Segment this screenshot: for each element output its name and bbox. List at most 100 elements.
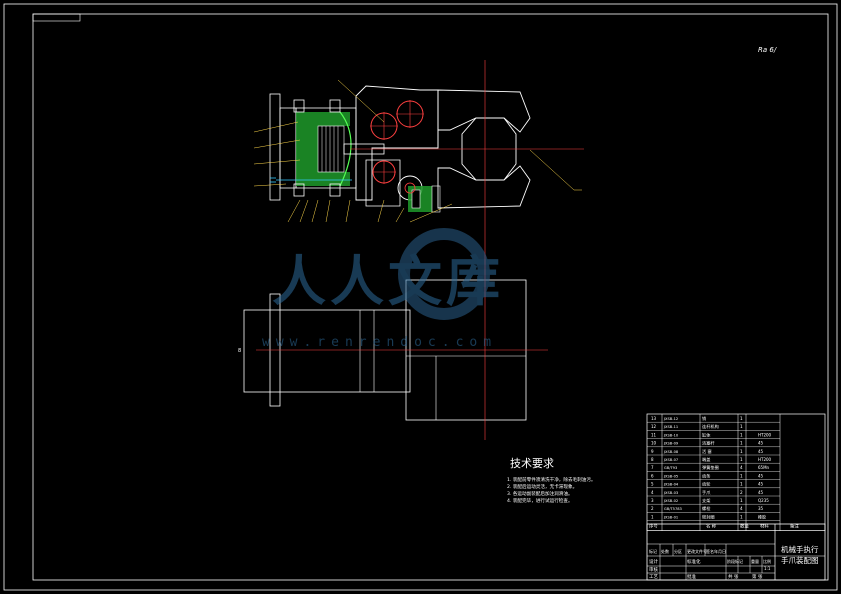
watermark-url: www.renrendoc.com	[262, 335, 497, 350]
parts-row-note: HT200	[758, 432, 772, 437]
sheet-count: 共 张	[728, 573, 739, 580]
parts-header-cell: 备注	[790, 523, 799, 530]
parts-row-name: 齿轮	[702, 481, 711, 488]
parts-row-code: JXSB-11	[663, 425, 678, 429]
parts-header-cell: 数量	[740, 523, 749, 530]
rev-label: 签名	[706, 548, 714, 554]
parts-row-name: 支架	[702, 497, 710, 504]
rev-label: 年月日	[714, 548, 726, 554]
weight-label: 重量	[751, 558, 759, 564]
parts-row-code: JXSB-10	[663, 433, 679, 437]
parts-row-name: 连杆机构	[702, 423, 719, 430]
parts-row-code: GB/T93	[664, 466, 677, 470]
parts-row-note: 45	[758, 441, 764, 446]
parts-row-qty: 1	[740, 473, 743, 478]
parts-row-code: GB/T5783	[664, 507, 682, 511]
scale-value: 1:1	[764, 566, 771, 571]
stage-label: 阶段标记	[727, 558, 743, 564]
parts-row-qty: 2	[740, 490, 743, 495]
parts-row-qty: 1	[740, 498, 743, 503]
parts-row-qty: 1	[740, 482, 743, 487]
parts-row-code: JXSB-09	[663, 442, 679, 446]
tech-req-item: 1. 装配前零件须清洗干净，除去毛刺油污。	[507, 476, 596, 483]
parts-row-index: 13	[651, 416, 657, 421]
parts-row-qty: 4	[740, 506, 743, 511]
parts-row-code: JXSB-05	[663, 474, 678, 478]
parts-row-note: 35	[758, 506, 764, 511]
check-label: 审核	[649, 566, 658, 573]
parts-row-qty: 1	[740, 457, 743, 462]
parts-row-code: JXSB-03	[663, 491, 678, 495]
parts-row-note: 45	[758, 449, 764, 454]
parts-row-code: JXSB-07	[663, 458, 678, 462]
parts-row-qty: 1	[740, 424, 743, 429]
parts-row-qty: 1	[740, 449, 743, 454]
drawing-subtitle: 手爪装配图	[781, 555, 819, 565]
parts-row-code: JXSB-12	[663, 417, 678, 421]
parts-row-qty: 1	[740, 514, 743, 519]
parts-row-note: HT200	[758, 457, 772, 462]
parts-row-note: 45	[758, 482, 764, 487]
parts-row-index: 3	[651, 498, 654, 503]
parts-row-code: JXSB-08	[663, 450, 679, 454]
parts-row-code: JXSB-02	[663, 499, 678, 503]
parts-row-index: 12	[651, 424, 657, 429]
parts-header-cell: 名 称	[706, 523, 717, 530]
parts-row-qty: 1	[740, 432, 743, 437]
parts-row-name: 齿条	[702, 472, 711, 479]
parts-row-name: 手爪	[702, 489, 711, 496]
parts-row-index: 6	[651, 473, 654, 478]
rev-label: 标记	[649, 548, 657, 554]
parts-row-index: 10	[651, 441, 657, 446]
parts-row-index: 8	[651, 457, 654, 462]
svg-text:8: 8	[238, 348, 241, 354]
parts-row-code: JXSB-01	[663, 515, 678, 519]
reverse-label-box	[32, 13, 81, 22]
parts-row-note: Q235	[758, 498, 769, 503]
parts-row-index: 2	[651, 506, 654, 511]
parts-row-index: 7	[651, 465, 654, 470]
parts-row-note: 65Mn	[758, 465, 770, 470]
parts-row-name: 缸体	[702, 431, 711, 438]
scale-label: 比例	[763, 558, 771, 564]
rev-label: 更改文件号	[687, 548, 707, 554]
parts-row-name: 螺栓	[702, 505, 711, 512]
parts-row-name: 活 塞	[702, 448, 713, 455]
parts-row-index: 9	[651, 449, 654, 454]
parts-row-name: 销	[702, 415, 706, 422]
top-view: 8	[238, 244, 548, 440]
parts-row-index: 5	[651, 482, 654, 487]
parts-row-note: 45	[758, 490, 764, 495]
parts-row-qty: 1	[740, 441, 743, 446]
title-block: 标记 处数 分区 更改文件号 签名 年月日 设计 标准化 审核 工艺 批准 阶段…	[646, 523, 826, 581]
std-label: 标准化	[687, 558, 701, 565]
parts-header-cell: 材料	[760, 523, 769, 530]
drawing-title: 机械手执行	[781, 544, 819, 554]
parts-row-name: 端盖	[702, 456, 710, 463]
parts-header-cell: 序号	[649, 523, 658, 530]
tech-req-item: 4. 装配完毕，进行试运行检查。	[507, 497, 573, 504]
process-label: 工艺	[649, 574, 658, 580]
parts-row-note: 橡胶	[758, 513, 766, 519]
parts-row-index: 11	[651, 432, 657, 437]
parts-row-qty: 4	[740, 465, 743, 470]
watermark-logo-icon	[398, 228, 490, 320]
rev-label: 分区	[674, 548, 682, 554]
parts-row-qty: 1	[740, 416, 743, 421]
corner-note: Ra 6/	[758, 46, 777, 54]
parts-row-note: 45	[758, 473, 764, 478]
front-section-view	[253, 60, 584, 244]
parts-row-name: 密封圈	[702, 513, 715, 520]
parts-row-index: 1	[651, 514, 654, 519]
parts-row-name: 弹簧垫圈	[702, 464, 719, 471]
watermark-text: 人人文库	[272, 249, 504, 313]
parts-row-index: 4	[651, 490, 654, 495]
tech-requirements-title: 技术要求	[510, 457, 554, 470]
approve-label: 批准	[687, 573, 696, 580]
outer-border	[3, 3, 838, 591]
sheet-number: 第 张	[752, 573, 763, 580]
parts-row-name: 活塞杆	[702, 440, 715, 447]
watermark: 人人文库 www.renrendoc.com	[262, 228, 504, 350]
